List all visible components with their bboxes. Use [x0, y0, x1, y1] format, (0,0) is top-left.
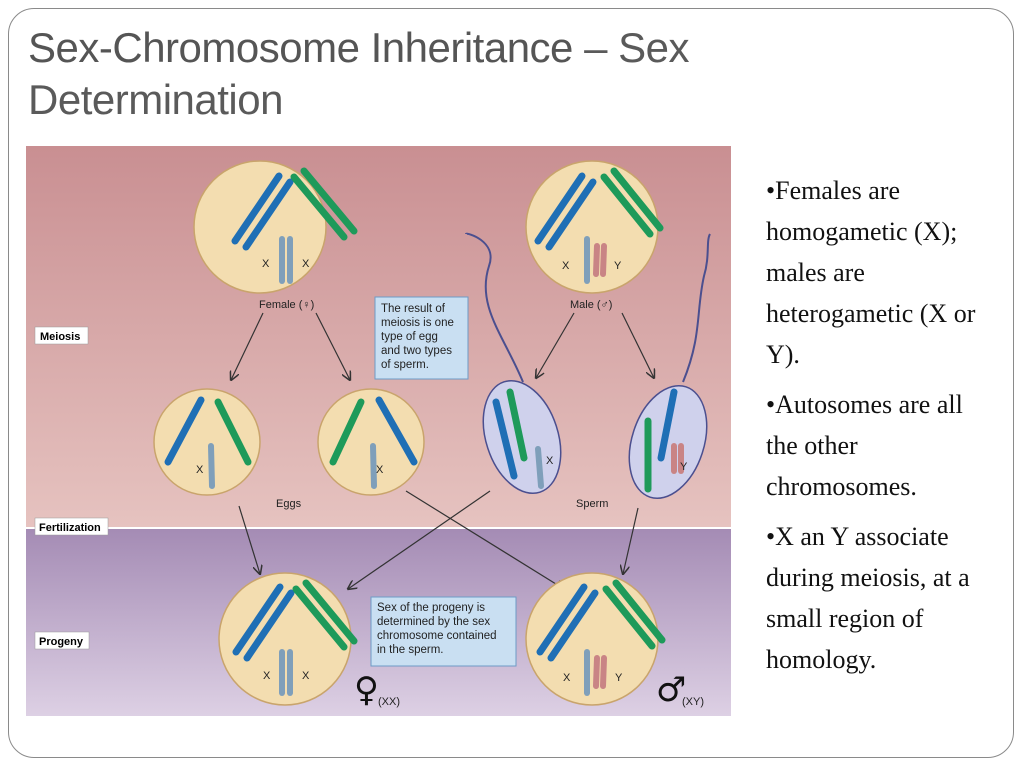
- title-sub-line1: Sex: [618, 24, 689, 71]
- arrow: [623, 507, 639, 574]
- female-progeny-cell: X X: [218, 572, 358, 706]
- note-line: type of egg: [381, 331, 438, 343]
- chrom-label-y: Y: [614, 260, 622, 272]
- bullet-item: •Females are homogametic (X); males are …: [766, 176, 976, 369]
- chrom-label-y: Y: [680, 461, 688, 473]
- progeny-note-box: Sex of the progeny is determined by the …: [370, 596, 517, 667]
- bullet-item: •Autosomes are all the other chromosomes…: [766, 390, 963, 501]
- chrom-label-x: X: [562, 260, 570, 272]
- stage-label-fertilization: Fertilization: [34, 517, 109, 536]
- arrow: [405, 490, 564, 589]
- note-line: determined by the sex: [377, 616, 490, 628]
- meiosis-note-box: The result of meiosis is one type of egg…: [374, 296, 469, 380]
- note-line: and two types: [381, 345, 452, 357]
- female-genotype: (XX): [378, 696, 400, 708]
- male-parent-cell: X Y: [525, 160, 664, 294]
- arrow: [315, 312, 350, 380]
- svg-text:Fertilization: Fertilization: [39, 522, 101, 534]
- chrom-label-x: X: [546, 455, 554, 467]
- male-progeny-cell: X Y: [525, 572, 666, 706]
- sperm-cell: X: [465, 232, 562, 495]
- svg-text:Meiosis: Meiosis: [40, 331, 80, 343]
- arrow: [536, 312, 575, 378]
- svg-text:The result of meiosis is: The result of meiosis is one type of egg…: [381, 303, 457, 371]
- sperm-label: Sperm: [576, 498, 608, 510]
- note-line: meiosis is one: [381, 317, 454, 329]
- chrom-label-y: Y: [615, 672, 623, 684]
- egg-cell: X: [153, 388, 261, 496]
- arrow: [238, 505, 260, 574]
- note-line: Sex of the progeny is: [377, 602, 485, 614]
- svg-text:Sex of the progeny is de: Sex of the progeny is determined by the …: [377, 602, 500, 656]
- female-parent-cell: X X: [193, 160, 358, 294]
- sex-determination-diagram: Meiosis Fertilization Progeny X X Female…: [26, 146, 731, 716]
- bullet-item: •X an Y associate during meiosis, at a s…: [766, 522, 970, 674]
- arrow: [231, 312, 264, 380]
- svg-text:Progeny: Progeny: [39, 636, 84, 648]
- male-label: Male (♂): [570, 299, 612, 311]
- chrom-label-x: X: [262, 258, 270, 270]
- note-line: of sperm.: [381, 359, 429, 371]
- chrom-label-x: X: [563, 672, 571, 684]
- chrom-label-x: X: [302, 258, 310, 270]
- slide-title: Sex-Chromosome Inheritance – Sex Determi…: [28, 22, 928, 126]
- stage-label-progeny: Progeny: [34, 631, 90, 650]
- sperm-cell: Y: [628, 233, 711, 500]
- chrom-label-x: X: [263, 670, 271, 682]
- chrom-label-x: X: [196, 464, 204, 476]
- title-main: Sex-Chromosome Inheritance: [28, 24, 573, 71]
- note-line: in the sperm.: [377, 644, 443, 656]
- arrow: [348, 490, 491, 589]
- title-sub-line2: Determination: [28, 76, 283, 123]
- female-label: Female (♀): [259, 299, 314, 311]
- chrom-label-x: X: [376, 464, 384, 476]
- male-genotype: (XY): [682, 696, 704, 708]
- note-line: The result of: [381, 303, 446, 315]
- egg-cell: X: [317, 388, 425, 496]
- female-symbol-icon: ♀: [354, 670, 379, 710]
- bullet-list: •Females are homogametic (X); males are …: [766, 170, 996, 689]
- chrom-label-x: X: [302, 670, 310, 682]
- stage-label-meiosis: Meiosis: [34, 326, 89, 345]
- eggs-label: Eggs: [276, 498, 302, 510]
- title-dash: –: [572, 24, 619, 71]
- note-line: chromosome contained: [377, 630, 497, 642]
- arrow: [621, 312, 654, 378]
- male-symbol-icon: ♂: [656, 670, 686, 710]
